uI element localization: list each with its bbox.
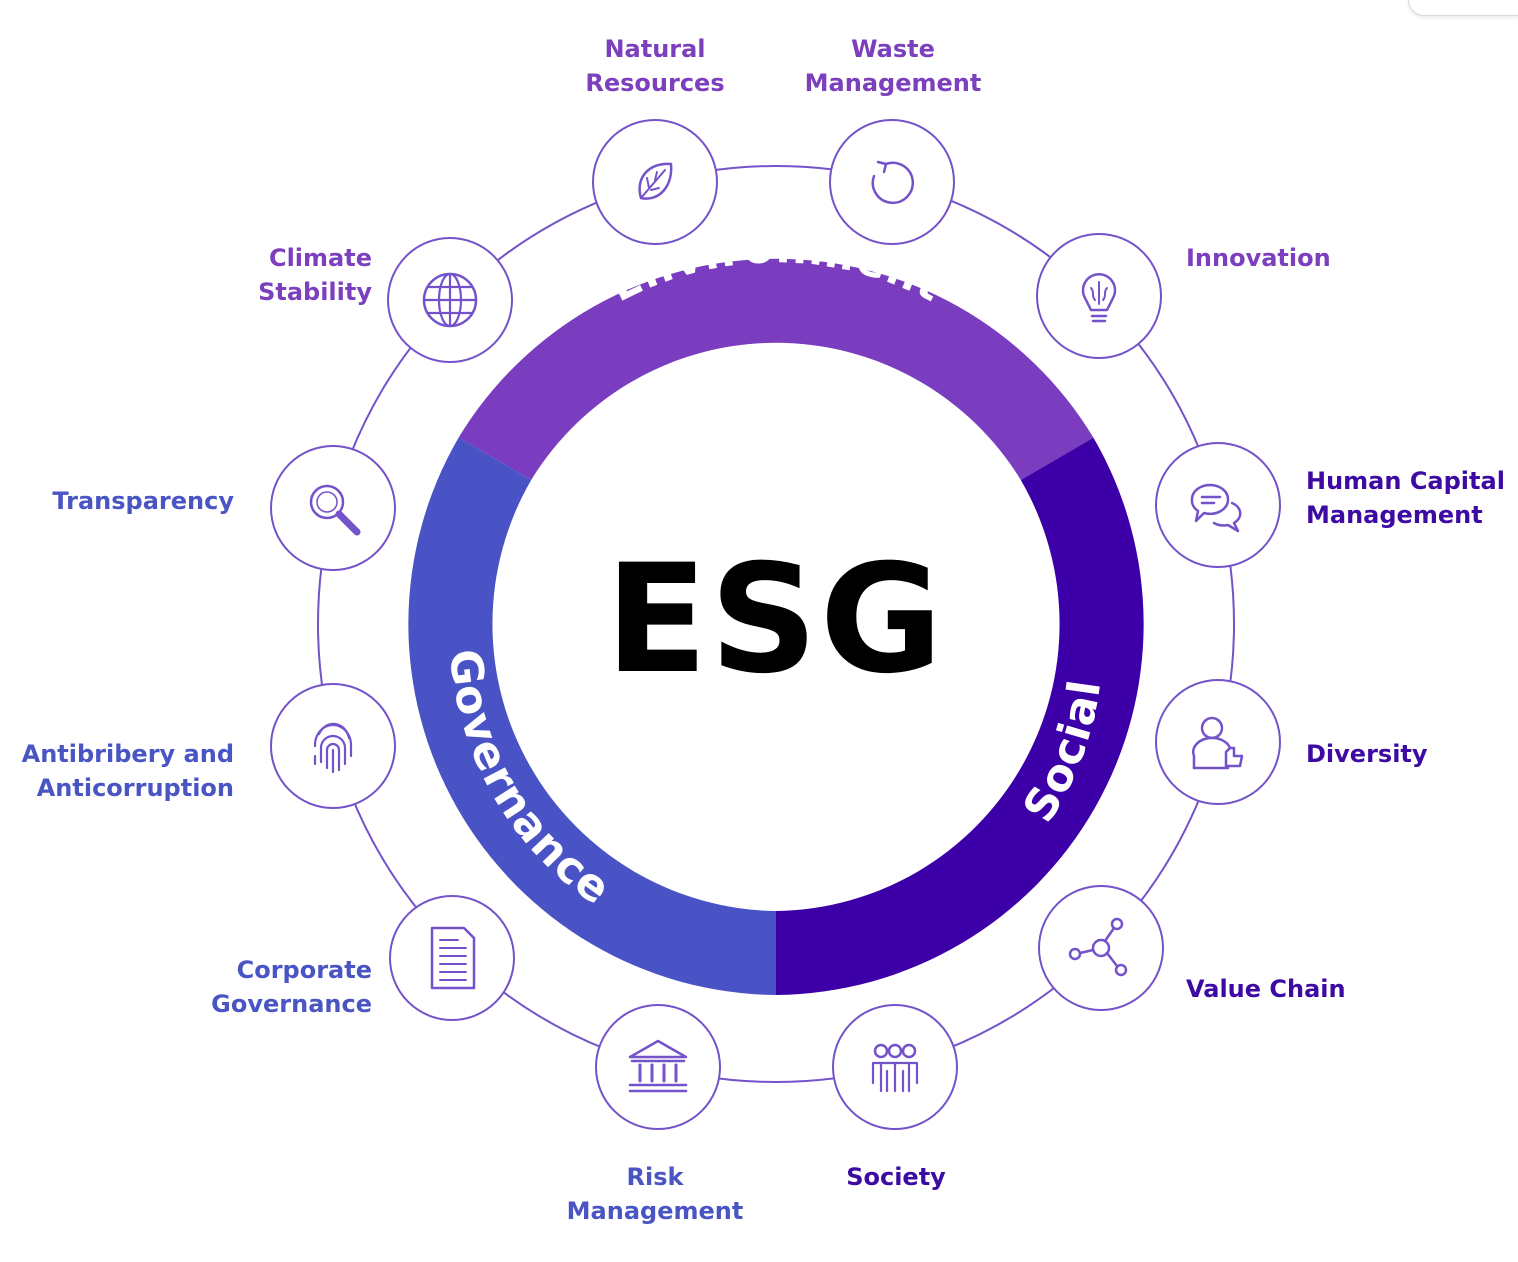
node-innovation <box>1036 233 1162 359</box>
magnifier-icon <box>309 484 361 536</box>
window-corner-tab <box>1408 0 1518 16</box>
label-transparency: Transparency <box>52 487 234 515</box>
lightbulb-brain-icon <box>1081 273 1117 323</box>
people-group-icon <box>871 1043 919 1093</box>
globe-icon <box>422 272 478 328</box>
node-circle <box>270 445 396 571</box>
node-natural-resources <box>592 119 718 245</box>
fingerprint-icon <box>313 722 353 774</box>
person-thumbs-up-icon <box>1192 716 1244 770</box>
label-value-chain: Value Chain <box>1186 975 1346 1003</box>
node-circle <box>1038 885 1164 1011</box>
label-diversity: Diversity <box>1306 740 1428 768</box>
node-corporate-governance <box>389 895 515 1021</box>
node-diversity <box>1155 679 1281 805</box>
node-circle <box>389 895 515 1021</box>
node-circle <box>829 119 955 245</box>
node-circle <box>1155 442 1281 568</box>
node-circle <box>1155 679 1281 805</box>
social-segment <box>776 437 1144 996</box>
governance-segment <box>408 437 776 996</box>
environment-segment <box>458 258 1094 480</box>
node-transparency <box>270 445 396 571</box>
node-value-chain <box>1038 885 1164 1011</box>
chat-bubbles-icon <box>1190 483 1242 533</box>
node-climate-stability <box>387 237 513 363</box>
outer-connector-ring <box>317 165 1235 1083</box>
node-circle <box>270 683 396 809</box>
label-society: Society <box>846 1163 946 1191</box>
node-circle <box>595 1004 721 1130</box>
node-waste-management <box>829 119 955 245</box>
node-risk-management <box>595 1004 721 1130</box>
esg-center-title: ESG <box>605 533 945 707</box>
node-antibribery-and-anticorruption <box>270 683 396 809</box>
network-nodes-icon <box>1068 917 1128 977</box>
document-icon <box>430 926 476 990</box>
node-society <box>832 1004 958 1130</box>
bank-building-icon <box>628 1039 688 1093</box>
node-human-capital-management <box>1155 442 1281 568</box>
label-innovation: Innovation <box>1186 244 1331 272</box>
recycle-icon <box>871 160 915 205</box>
leaf-icon <box>638 162 673 200</box>
